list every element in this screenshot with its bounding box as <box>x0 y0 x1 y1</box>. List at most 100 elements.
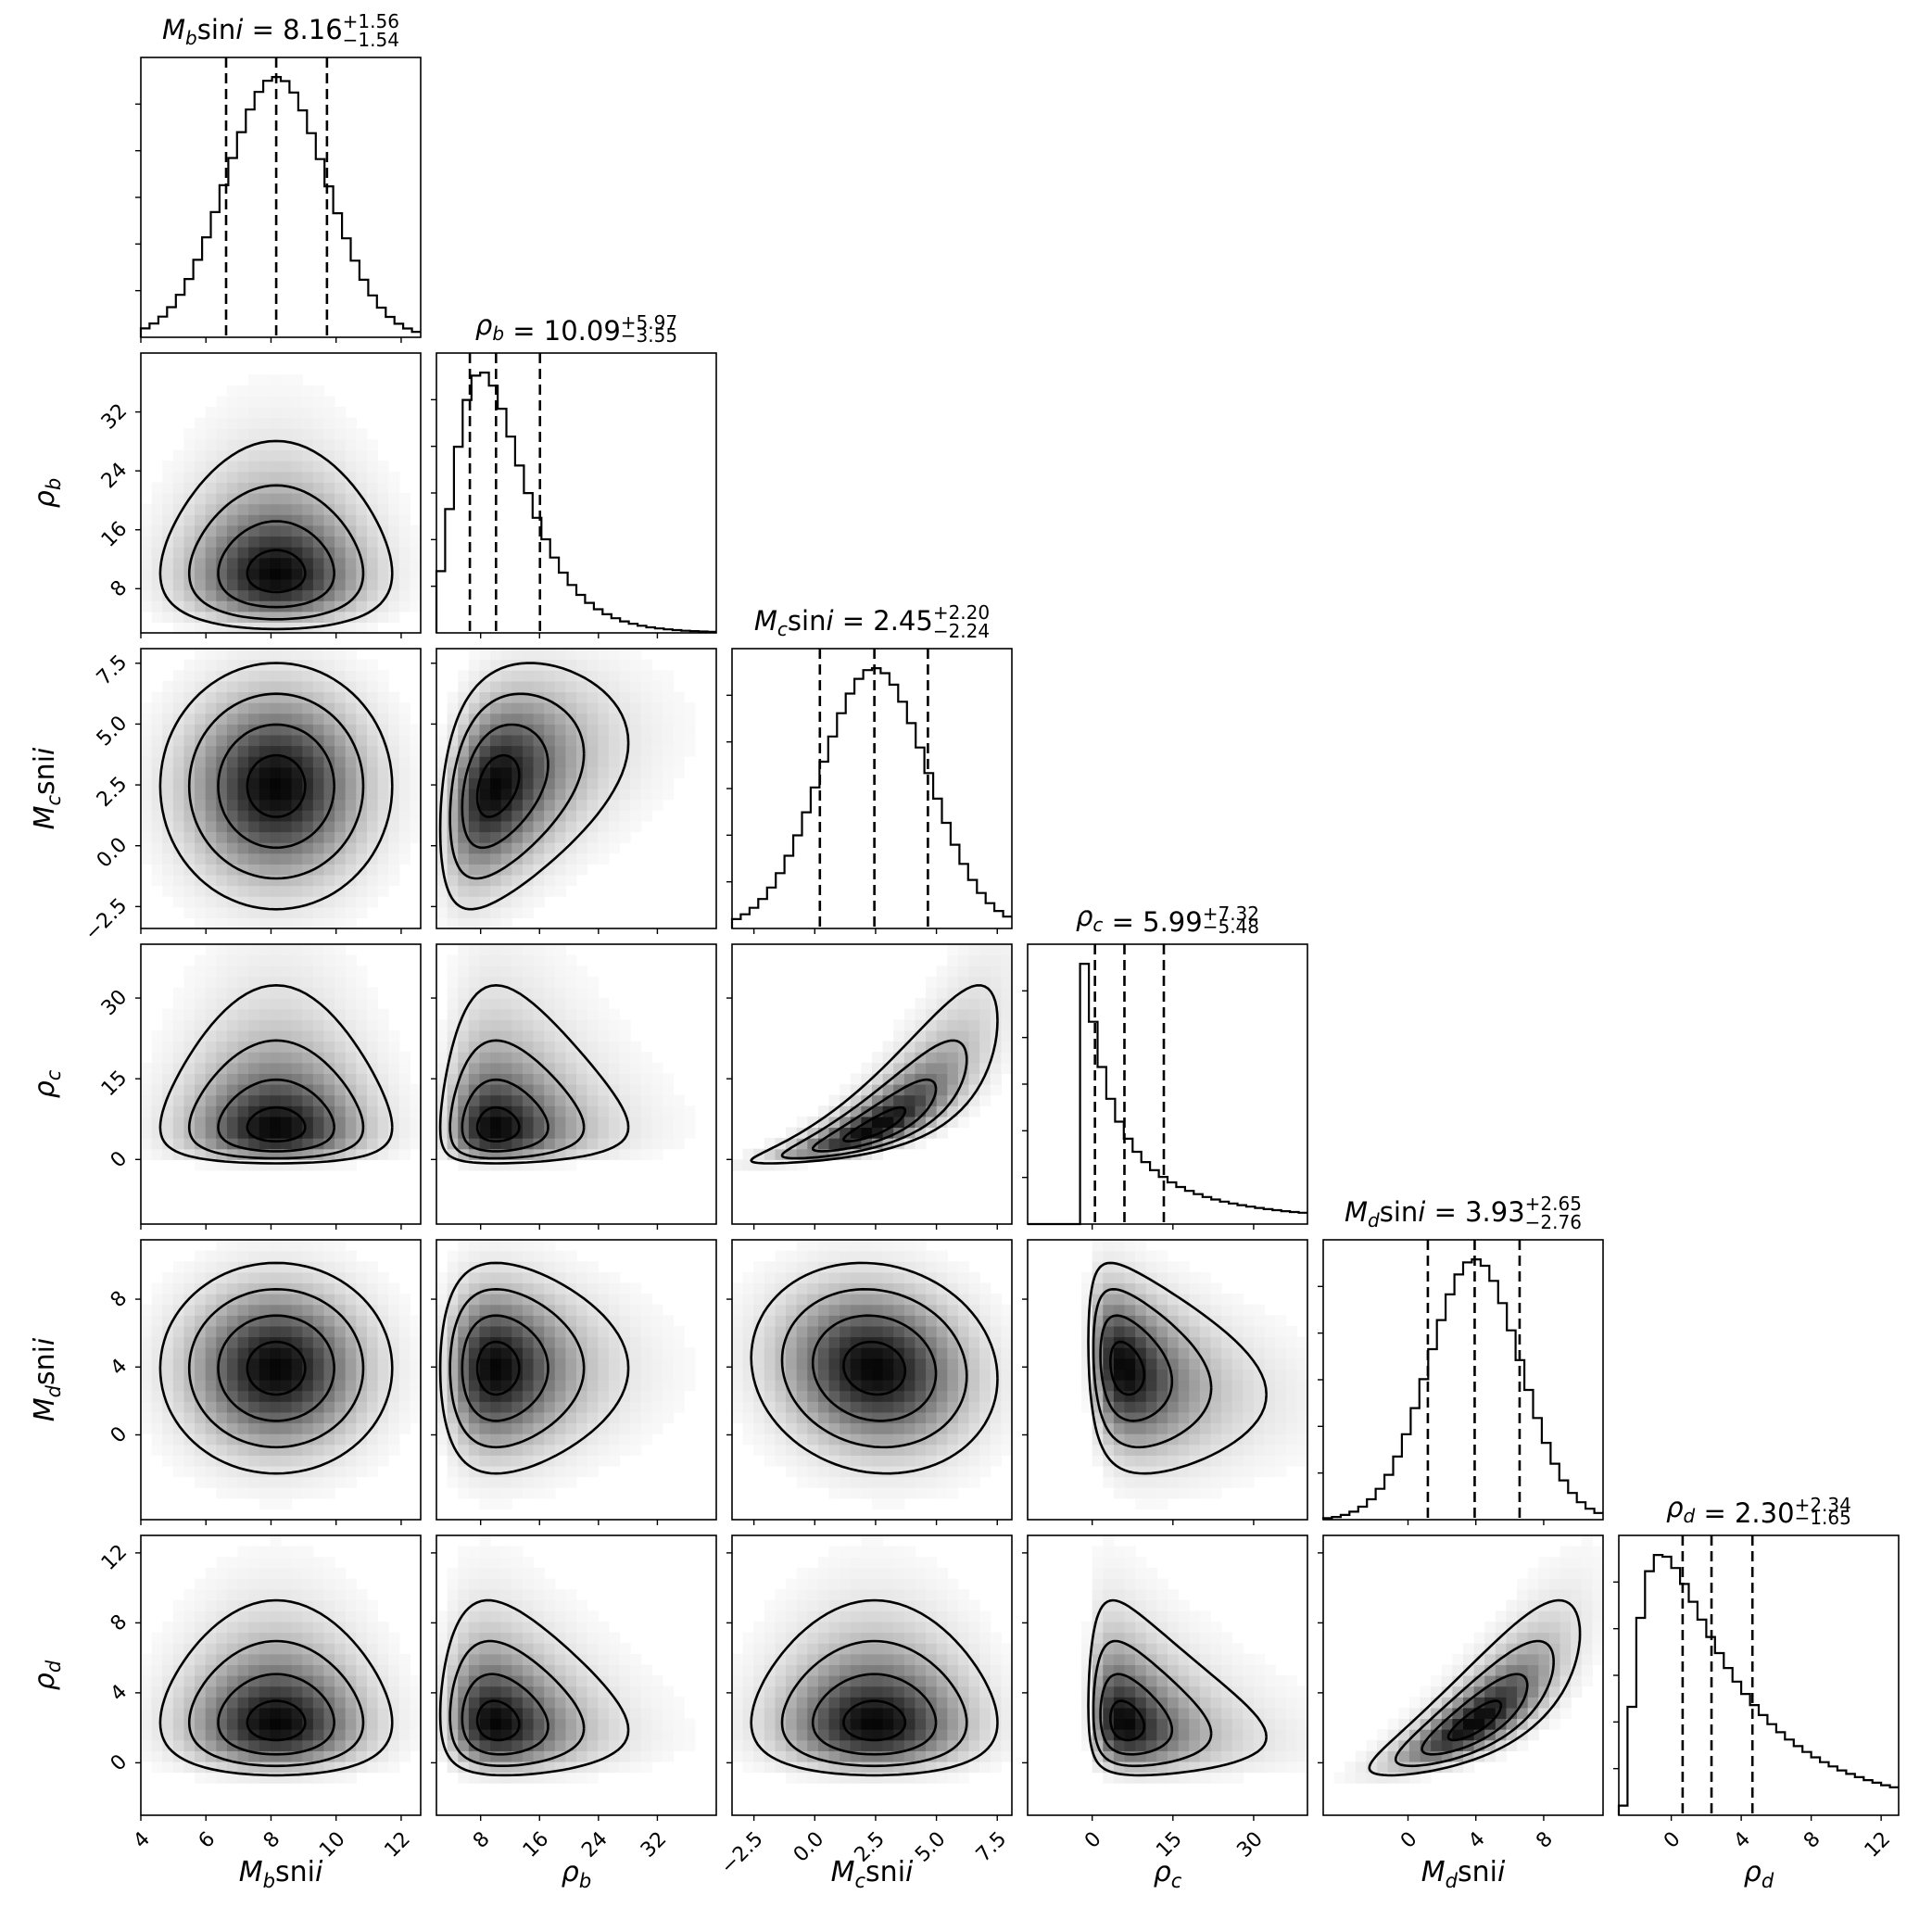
density-cell <box>490 1422 502 1434</box>
density-cell <box>979 966 991 978</box>
density-cell <box>151 547 163 559</box>
density-cell <box>237 407 249 419</box>
density-cell <box>490 1116 502 1129</box>
density-cell <box>195 702 207 714</box>
density-cell <box>882 1380 894 1392</box>
density-cell <box>840 1084 852 1096</box>
density-cell <box>302 906 314 918</box>
density-cell <box>936 1401 948 1413</box>
density-cell <box>903 1336 916 1348</box>
density-cell <box>195 428 207 440</box>
density-cell <box>619 1422 631 1434</box>
density-cell <box>335 976 347 989</box>
density-cell <box>291 896 303 908</box>
density-cell <box>335 917 347 929</box>
density-cell <box>237 1271 249 1284</box>
contour-line <box>246 549 307 594</box>
density-cell <box>565 745 577 757</box>
density-cell <box>1221 1422 1233 1434</box>
density-cell <box>398 1325 410 1338</box>
density-cell <box>947 1390 959 1402</box>
density-cell <box>281 966 293 978</box>
density-cell <box>640 680 652 693</box>
density-cell <box>1001 1380 1013 1392</box>
density-cell <box>1135 1390 1147 1402</box>
density-cell <box>511 966 524 978</box>
density-cell <box>183 449 196 461</box>
density-cell <box>651 756 663 768</box>
density-cell <box>248 1589 260 1601</box>
density-cell <box>226 1589 239 1601</box>
density-cell <box>1243 1380 1255 1392</box>
density-cell <box>226 1315 239 1327</box>
density-cell <box>345 1062 357 1074</box>
density-cell <box>979 1041 991 1053</box>
density-cell <box>651 766 663 778</box>
density-cell <box>291 789 303 801</box>
density-cell <box>377 547 389 559</box>
density-cell <box>216 1401 228 1413</box>
density-cell <box>640 1390 652 1402</box>
density-cell <box>893 1029 905 1042</box>
density-cell <box>903 1390 916 1402</box>
density-cell <box>1231 1422 1244 1434</box>
density-cell <box>1199 1282 1212 1294</box>
density-cell <box>1168 1369 1180 1381</box>
density-cell <box>490 799 502 811</box>
density-cell <box>226 777 239 789</box>
density-cell <box>640 789 652 801</box>
density-cell <box>216 1250 228 1262</box>
density-cell <box>281 461 293 473</box>
density-cell <box>640 1336 652 1348</box>
density-cell <box>205 1707 217 1720</box>
density-cell <box>205 417 217 429</box>
density-cell <box>410 557 422 569</box>
density-cell <box>732 1304 744 1316</box>
density-cell <box>1199 1487 1212 1499</box>
density-cell <box>872 1073 884 1085</box>
density-cell <box>630 1062 642 1074</box>
density-cell <box>651 745 663 757</box>
density-cell <box>490 734 502 747</box>
density-cell <box>587 799 599 811</box>
density-cell <box>259 449 271 461</box>
density-cell <box>479 670 491 682</box>
density-cell <box>957 998 970 1010</box>
density-cell <box>388 1336 400 1348</box>
density-cell <box>312 885 325 897</box>
density-cell <box>281 1019 293 1031</box>
density-cell <box>312 724 325 736</box>
density-cell <box>576 987 588 999</box>
density-cell <box>205 1062 217 1074</box>
density-cell <box>291 536 303 548</box>
density-cell <box>640 659 652 671</box>
density-cell <box>388 713 400 725</box>
density-cell <box>630 1369 642 1381</box>
density-cell <box>172 874 185 887</box>
density-cell <box>554 1455 566 1467</box>
density-cell <box>662 1073 675 1085</box>
density-cell <box>436 1433 448 1446</box>
density-cell <box>377 493 389 505</box>
density-cell <box>281 536 293 548</box>
density-cell <box>522 1411 535 1424</box>
density-cell <box>662 734 675 747</box>
density-cell <box>312 1105 325 1118</box>
density-cell <box>979 1008 991 1020</box>
density-cell <box>195 1433 207 1446</box>
density-cell <box>312 407 325 419</box>
density-cell <box>302 874 314 887</box>
density-cell <box>281 1084 293 1096</box>
density-cell <box>1103 1465 1115 1478</box>
density-cell <box>377 1041 389 1053</box>
density-cell <box>205 1422 217 1434</box>
density-cell <box>248 428 260 440</box>
density-cell <box>226 1697 239 1709</box>
density-cell <box>640 1433 652 1446</box>
density-cell <box>312 831 325 843</box>
density-cell <box>903 1347 916 1359</box>
density-cell <box>1103 1380 1115 1392</box>
density-cell <box>335 799 347 811</box>
density-cell <box>447 1019 459 1031</box>
density-cell <box>608 1116 621 1129</box>
